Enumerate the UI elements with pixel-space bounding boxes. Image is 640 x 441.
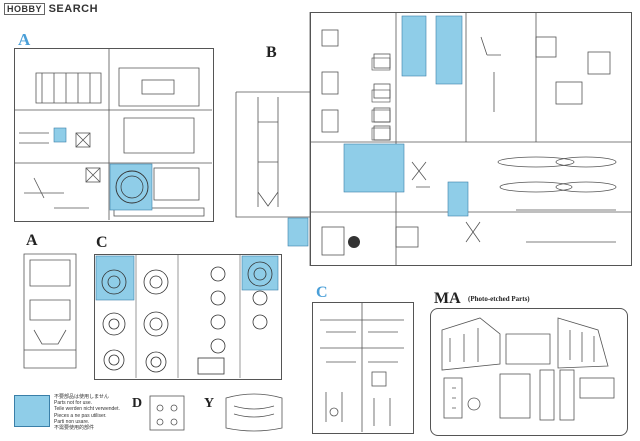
legend-line-en: Parts not for use. [54,400,93,407]
legend-text: 不要部品は使用しません Parts not for use. Teile wer… [54,394,120,431]
logo-suffix: SEARCH [48,3,99,15]
sprue-d-label: D [132,396,143,411]
sprue-c-lower-frame [312,302,414,434]
sprue-ma-drawing [441,317,615,421]
legend-line-zh: 不需要使用的部件 [54,425,95,432]
sprue-b-label: B [266,44,277,61]
sprue-c-lower-label: C [316,284,328,301]
legend-swatch [14,395,50,427]
sprue-c-lower-drawing [320,302,404,432]
sprue-d-drawing [149,395,185,431]
body-part-a [23,253,77,369]
legend-line-fr: Pieces a ne pas utiliser. [54,412,107,419]
legend-line-ja: 不要部品は使用しません [54,394,109,400]
legend-line-it: Parti non usare. [54,418,90,425]
logo-brand: HOBBY [4,3,46,15]
hobbysearch-logo: HOBBY SEARCH [4,3,98,15]
sprue-y-drawing [225,393,283,432]
sprue-y-label: Y [204,396,215,411]
sprue-c-drawing [95,254,279,378]
sprue-ma-label: MA [434,290,461,307]
sprue-a-label: A [18,30,31,49]
sprue-ma-note: (Photo-etched Parts) [468,295,530,303]
sprue-a-bottom-label: A [26,232,38,249]
legend-line-de: Teile werden nicht verwendet. [54,406,120,413]
sprue-a-drawing [14,48,212,220]
sprue-b-frame [310,12,632,266]
sprue-c-label: C [96,234,108,251]
sprue-b-drawing [235,12,632,266]
